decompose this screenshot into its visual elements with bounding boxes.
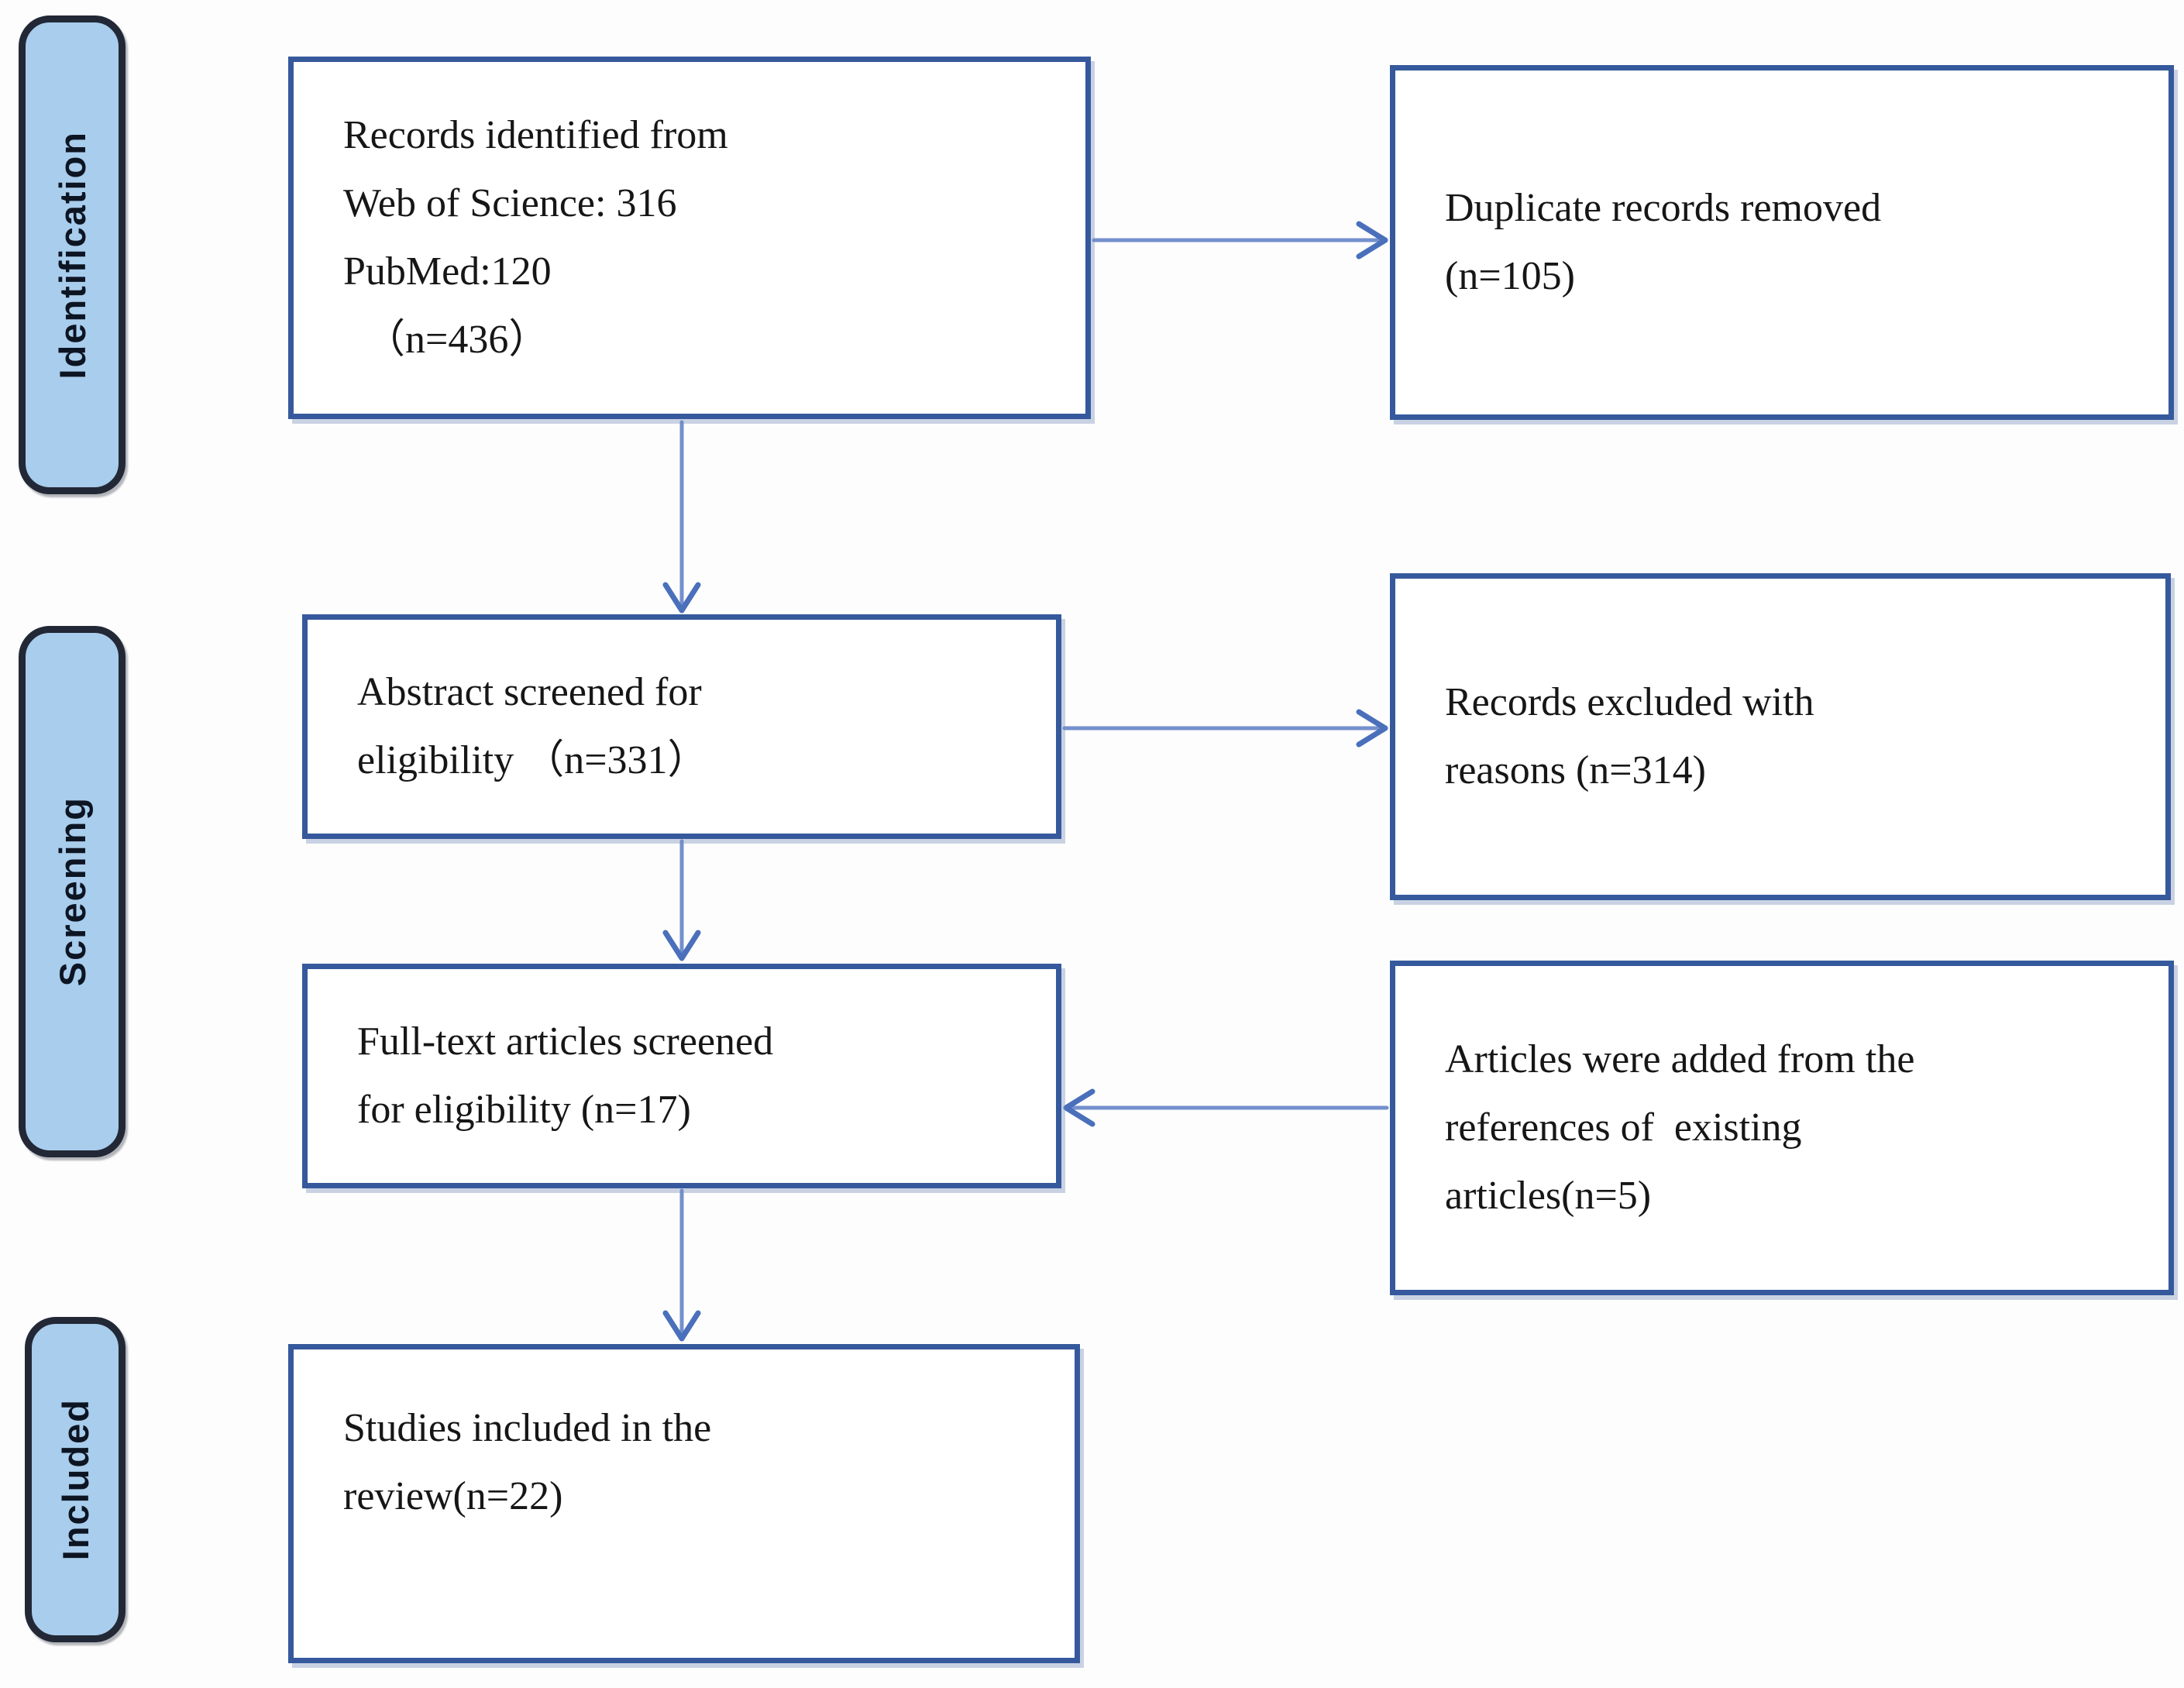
- box-text-line: Web of Science: 316: [343, 181, 677, 225]
- stage-label-included-text: Included: [54, 1398, 96, 1561]
- stage-label-identification: Identification: [19, 15, 126, 494]
- box-text-line: for eligibility (n=17): [357, 1088, 691, 1132]
- box-text-line: articles(n=5): [1445, 1174, 1652, 1218]
- box-studies-included: Studies included in the review(n=22): [288, 1344, 1080, 1663]
- arrow-records-to-duplicates: [1092, 221, 1388, 260]
- arrow-abstract-to-fulltext: [662, 839, 701, 961]
- box-articles-added-from-references: Articles were added from the references …: [1390, 961, 2174, 1295]
- box-fulltext-screened: Full-text articles screened for eligibil…: [302, 964, 1061, 1188]
- stage-label-included: Included: [25, 1317, 126, 1642]
- stage-label-identification-text: Identification: [51, 130, 93, 380]
- arrow-fulltext-to-included: [662, 1188, 701, 1342]
- arrow-abstract-to-excluded: [1062, 709, 1388, 748]
- arrow-records-to-abstract: [662, 420, 701, 614]
- box-text-line: （n=436）: [365, 318, 549, 362]
- box-text-line: review(n=22): [343, 1474, 563, 1518]
- box-abstract-screened: Abstract screened for eligibility （n=331…: [302, 614, 1061, 839]
- box-text-line: Records identified from: [343, 113, 728, 157]
- box-text-line: Abstract screened for: [357, 670, 702, 714]
- box-records-excluded: Records excluded with reasons (n=314): [1390, 573, 2171, 900]
- arrow-references-to-fulltext: [1063, 1088, 1389, 1127]
- stage-label-screening: Screening: [19, 626, 126, 1157]
- box-duplicates-removed: Duplicate records removed (n=105): [1390, 65, 2174, 420]
- box-text-line: Studies included in the: [343, 1406, 712, 1450]
- box-text-line: reasons (n=314): [1445, 748, 1706, 792]
- box-records-identified: Records identified from Web of Science: …: [288, 57, 1091, 419]
- stage-label-screening-text: Screening: [51, 796, 93, 987]
- box-text-line: Records excluded with: [1445, 680, 1814, 724]
- box-text-line: Articles were added from the: [1445, 1037, 1915, 1081]
- box-text-line: (n=105): [1445, 254, 1575, 298]
- box-text-line: eligibility （n=331）: [357, 738, 708, 782]
- box-text-line: references of existing: [1445, 1105, 1802, 1150]
- box-text-line: Duplicate records removed: [1445, 186, 1882, 230]
- box-text-line: Full-text articles screened: [357, 1019, 774, 1064]
- box-text-line: PubMed:120: [343, 249, 552, 294]
